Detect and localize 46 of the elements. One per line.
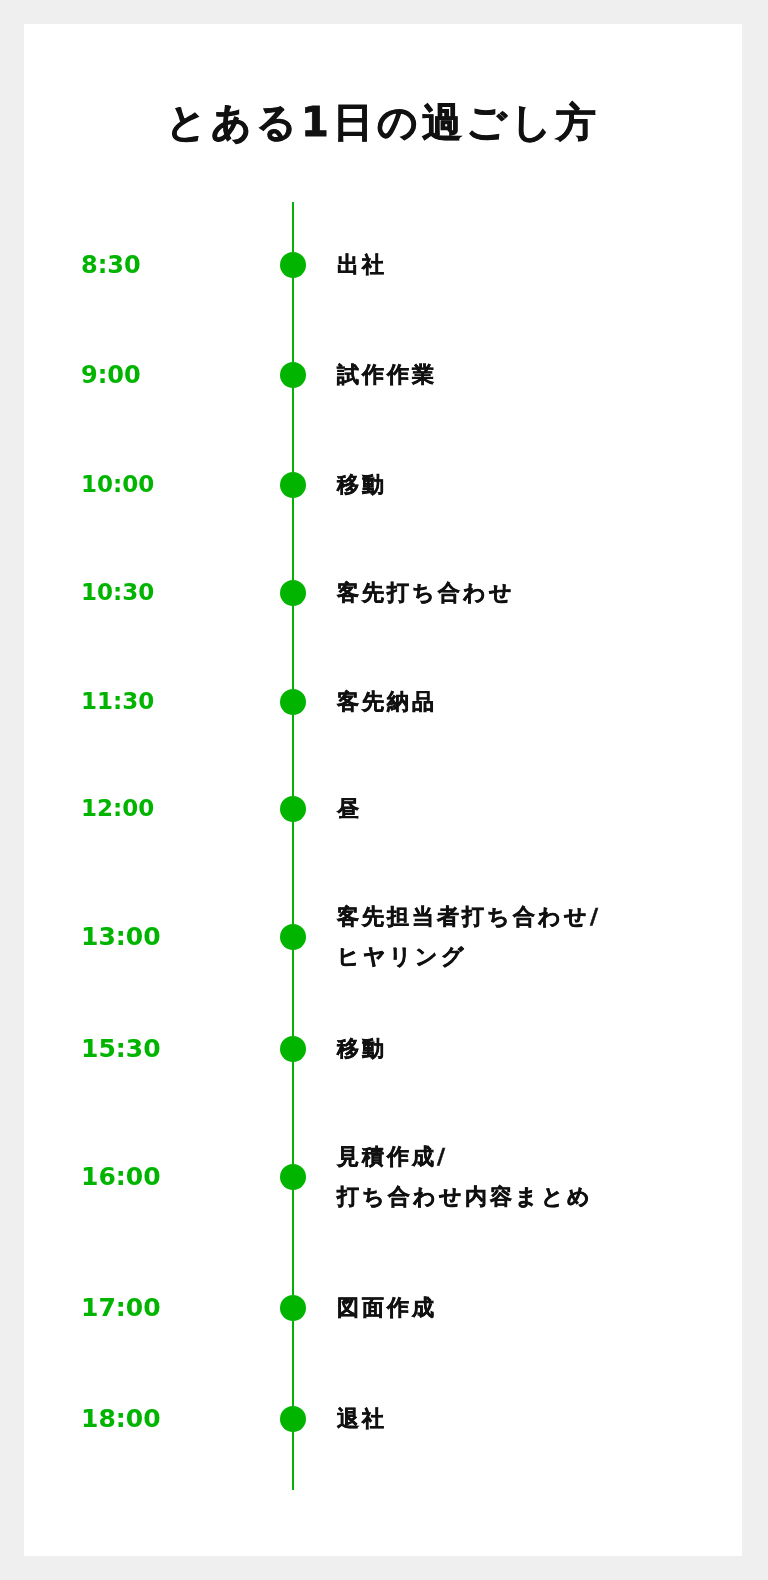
timeline-line bbox=[292, 277, 294, 363]
time-label: 11:30 bbox=[81, 688, 155, 716]
activity-label: 移動 bbox=[337, 1035, 387, 1063]
timeline-dot-icon bbox=[280, 924, 306, 950]
activity-label: 客先納品 bbox=[337, 688, 437, 716]
timeline-dot-icon bbox=[280, 1295, 306, 1321]
timeline-line bbox=[292, 949, 294, 1037]
time-label: 10:00 bbox=[81, 471, 155, 499]
time-label: 17:00 bbox=[81, 1293, 161, 1323]
timeline-dot-icon bbox=[280, 1406, 306, 1432]
time-label: 9:00 bbox=[81, 360, 141, 390]
activity-label: 昼 bbox=[337, 795, 362, 823]
timeline-line bbox=[292, 1320, 294, 1407]
timeline-line bbox=[292, 821, 294, 925]
timeline-line bbox=[292, 714, 294, 797]
activity-label: 退社 bbox=[337, 1405, 387, 1433]
time-label: 18:00 bbox=[81, 1404, 161, 1434]
time-label: 8:30 bbox=[81, 250, 141, 280]
timeline-line bbox=[292, 497, 294, 581]
timeline-dot-icon bbox=[280, 796, 306, 822]
timeline-line bbox=[292, 201, 294, 253]
timeline-dot-icon bbox=[280, 689, 306, 715]
activity-label: 図面作成 bbox=[337, 1294, 437, 1322]
activity-label: 見積作成/打ち合わせ内容まとめ bbox=[337, 1143, 594, 1211]
title: とある1日の過ごし方 bbox=[165, 98, 601, 147]
time-label: 16:00 bbox=[81, 1162, 161, 1192]
timeline-dot-icon bbox=[280, 252, 306, 278]
timeline-dot-icon bbox=[280, 1164, 306, 1190]
timeline-line bbox=[292, 387, 294, 473]
time-label: 10:30 bbox=[81, 579, 155, 607]
activity-label: 試作作業 bbox=[337, 361, 437, 389]
activity-label: 客先担当者打ち合わせ/ヒヤリング bbox=[337, 903, 603, 971]
time-label: 12:00 bbox=[81, 795, 155, 823]
time-label: 13:00 bbox=[81, 922, 161, 952]
activity-label: 移動 bbox=[337, 471, 387, 499]
timeline-dot-icon bbox=[280, 580, 306, 606]
timeline-dot-icon bbox=[280, 362, 306, 388]
timeline-line bbox=[292, 1431, 294, 1491]
activity-label: 出社 bbox=[337, 251, 387, 279]
timeline-line bbox=[292, 1189, 294, 1296]
activity-label: 客先打ち合わせ bbox=[337, 579, 515, 607]
timeline-dot-icon bbox=[280, 472, 306, 498]
time-label: 15:30 bbox=[81, 1034, 161, 1064]
timeline-line bbox=[292, 1061, 294, 1165]
timeline-dot-icon bbox=[280, 1036, 306, 1062]
timeline-line bbox=[292, 605, 294, 690]
